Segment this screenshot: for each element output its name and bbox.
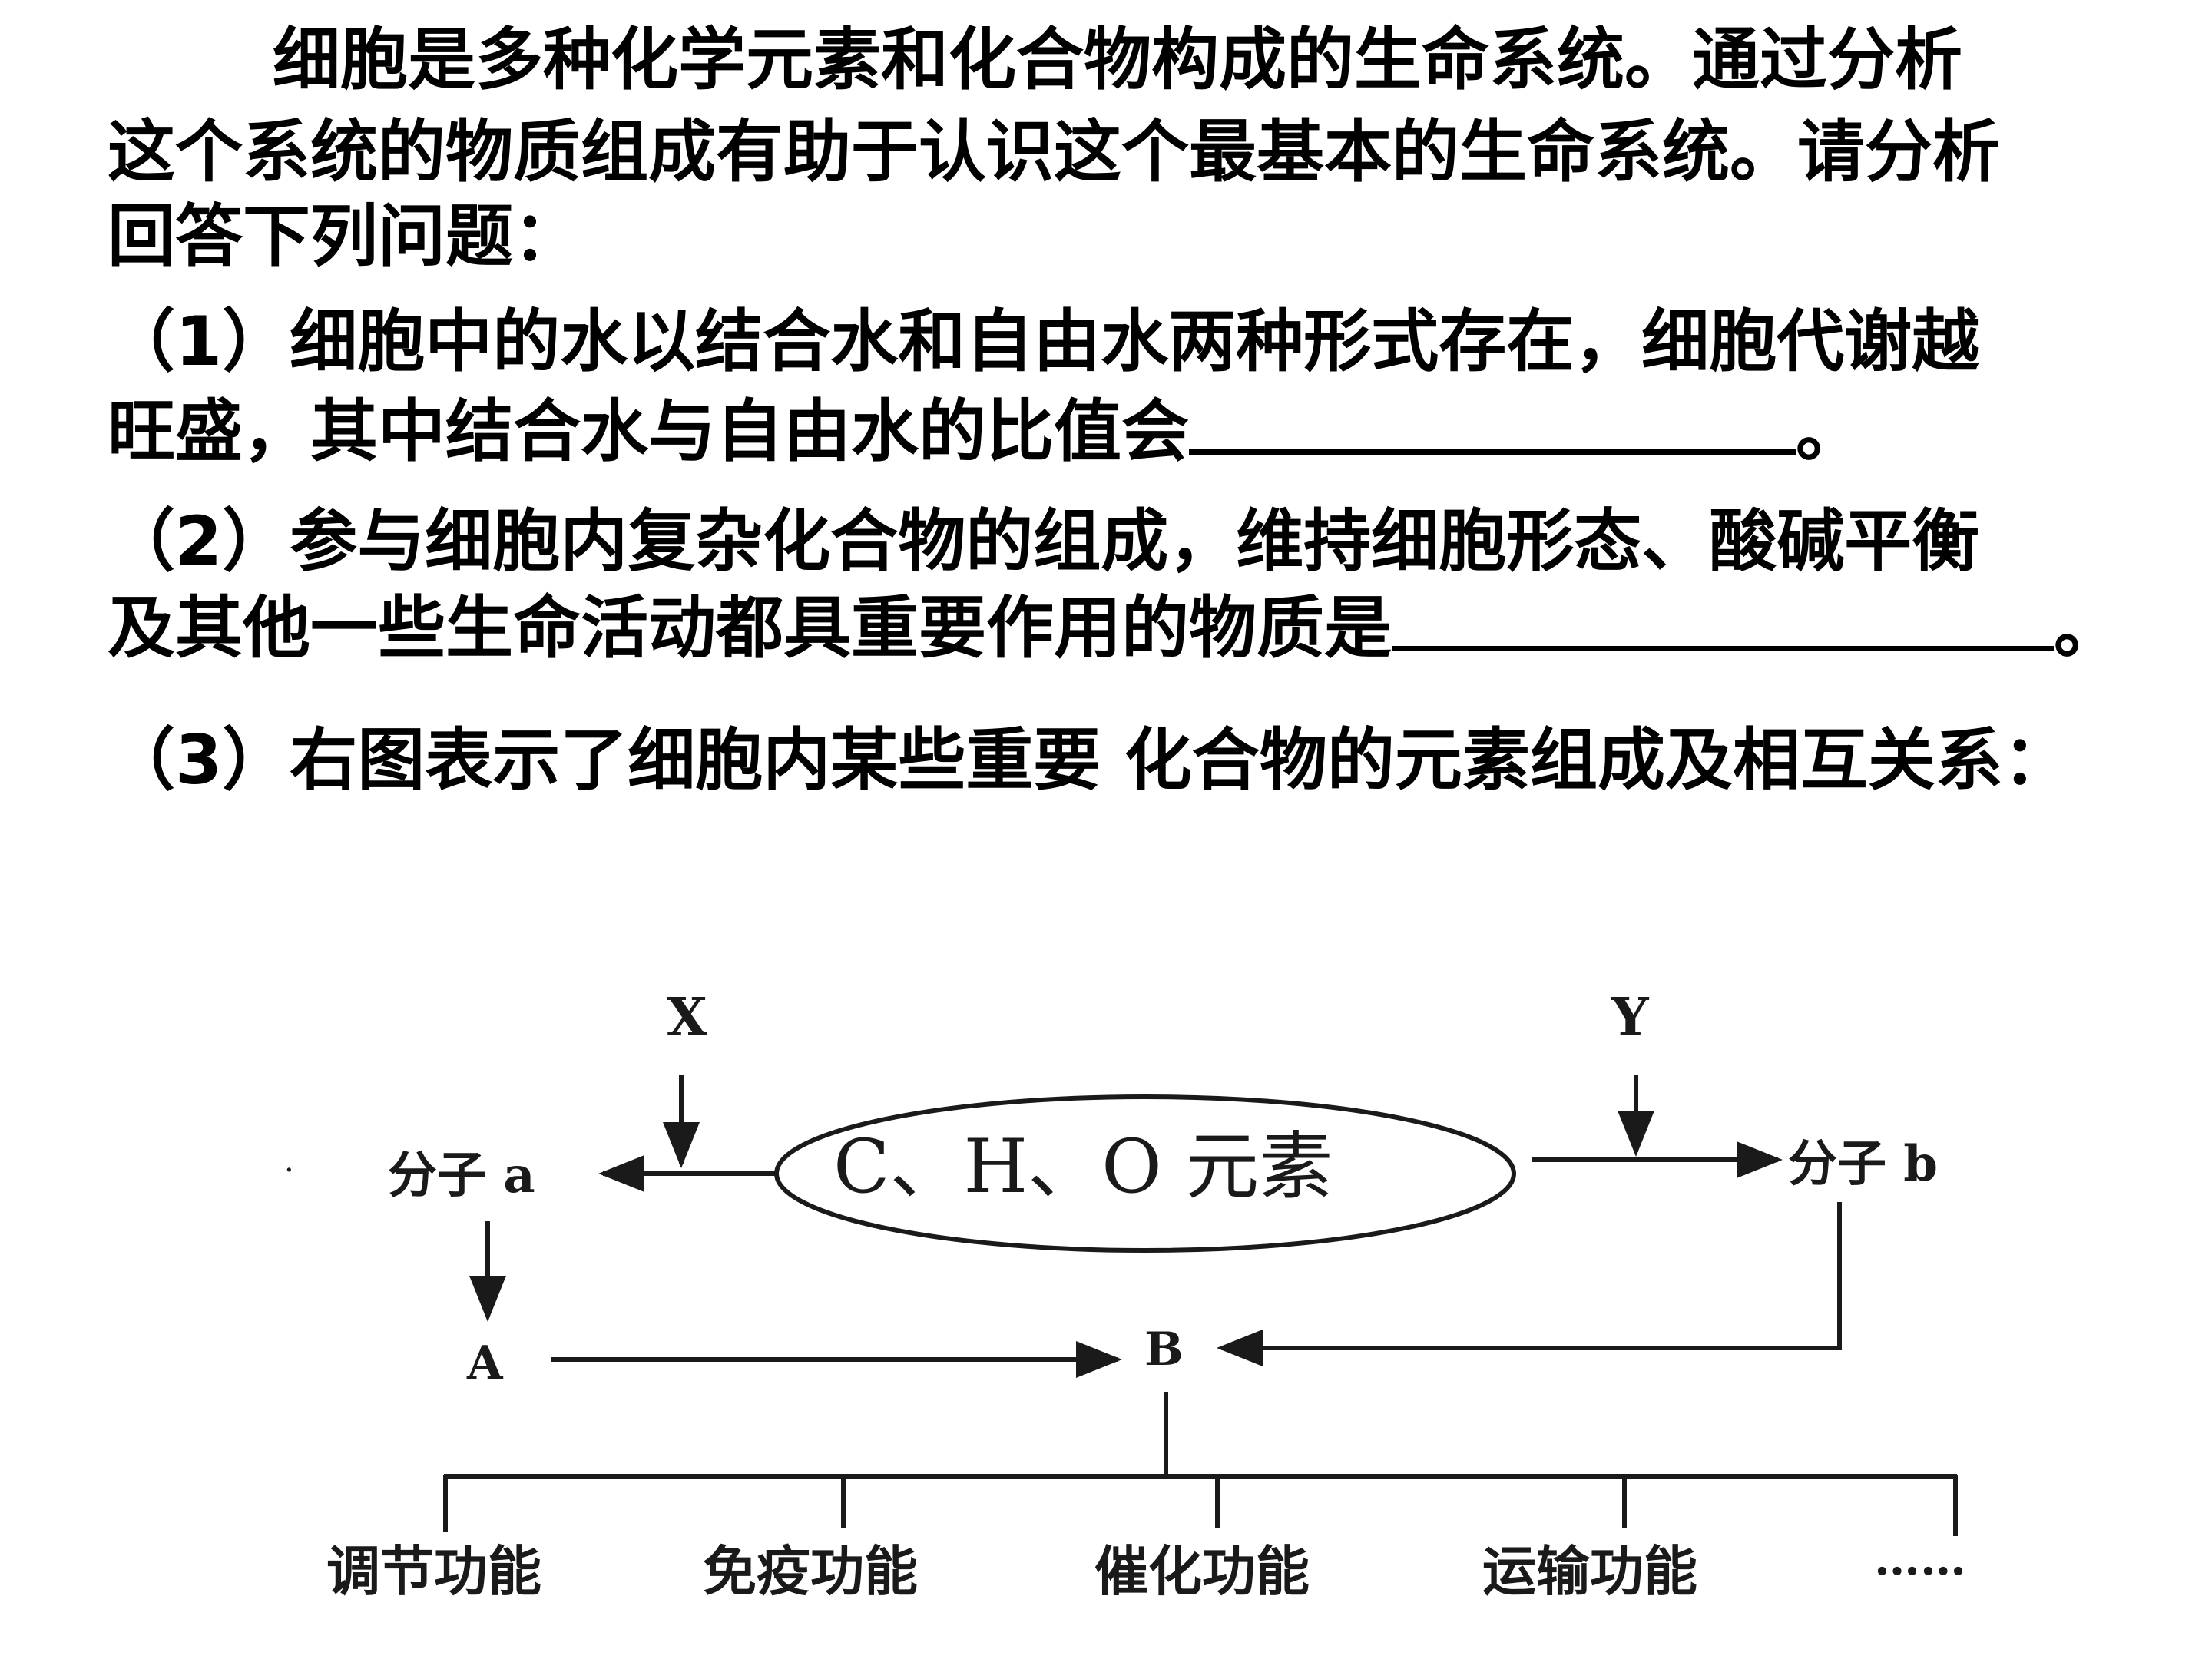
q2-period: 。 (2054, 588, 2122, 667)
q2-line-2: 及其他一些生命活动都具重要作用的物质是 。 (108, 590, 2121, 667)
intro-line-2: 这个系统的物质组成有助于认识这个最基本的生命系统。请分析 (108, 112, 2001, 191)
intro-line-3: 回答下列问题： (108, 197, 581, 276)
q1-text: 旺盛，其中结合水与自由水的比值会 (108, 392, 1190, 471)
q1-line-1: （1）细胞中的水以结合水和自由水两种形式存在，细胞代谢越 (108, 302, 1980, 381)
node-a-label: A (466, 1336, 504, 1390)
function-label: 调节功能 (326, 1539, 541, 1603)
q2-line-1: （2）参与细胞内复杂化合物的组成，维持细胞形态、酸碱平衡 (108, 502, 1980, 581)
molecule-b-label: 分子 b (1788, 1135, 1938, 1193)
q1-line-2: 旺盛，其中结合水与自由水的比值会 。 (108, 393, 1863, 470)
label-x: X (667, 987, 707, 1048)
element-ellipse (774, 1094, 1516, 1253)
q2-text: 及其他一些生命活动都具重要作用的物质是 (108, 588, 1392, 667)
q3-line-1: （3）右图表示了细胞内某些重要 化合物的元素组成及相互关系： (108, 720, 2071, 800)
molecule-b-to-b-arrow (1217, 1202, 1842, 1366)
node-b-label: B (1144, 1323, 1184, 1376)
function-label: 催化功能 (1094, 1539, 1310, 1603)
molecule-a-label: 分子 a (388, 1147, 535, 1204)
q1-answer-blank[interactable] (1189, 396, 1796, 455)
q1-period: 。 (1796, 392, 1864, 471)
q2-answer-blank[interactable] (1392, 592, 2055, 651)
label-y: Y (1611, 987, 1650, 1048)
stray-dot: · (284, 1153, 294, 1188)
function-label: 运输功能 (1482, 1539, 1697, 1603)
function-ellipsis: …… (1874, 1532, 1966, 1586)
element-label: C、H、O 元素 (833, 1124, 1333, 1210)
function-label: 免疫功能 (703, 1539, 918, 1603)
intro-line-1: 细胞是多种化学元素和化合物构成的生命系统。通过分析 (273, 20, 1963, 99)
